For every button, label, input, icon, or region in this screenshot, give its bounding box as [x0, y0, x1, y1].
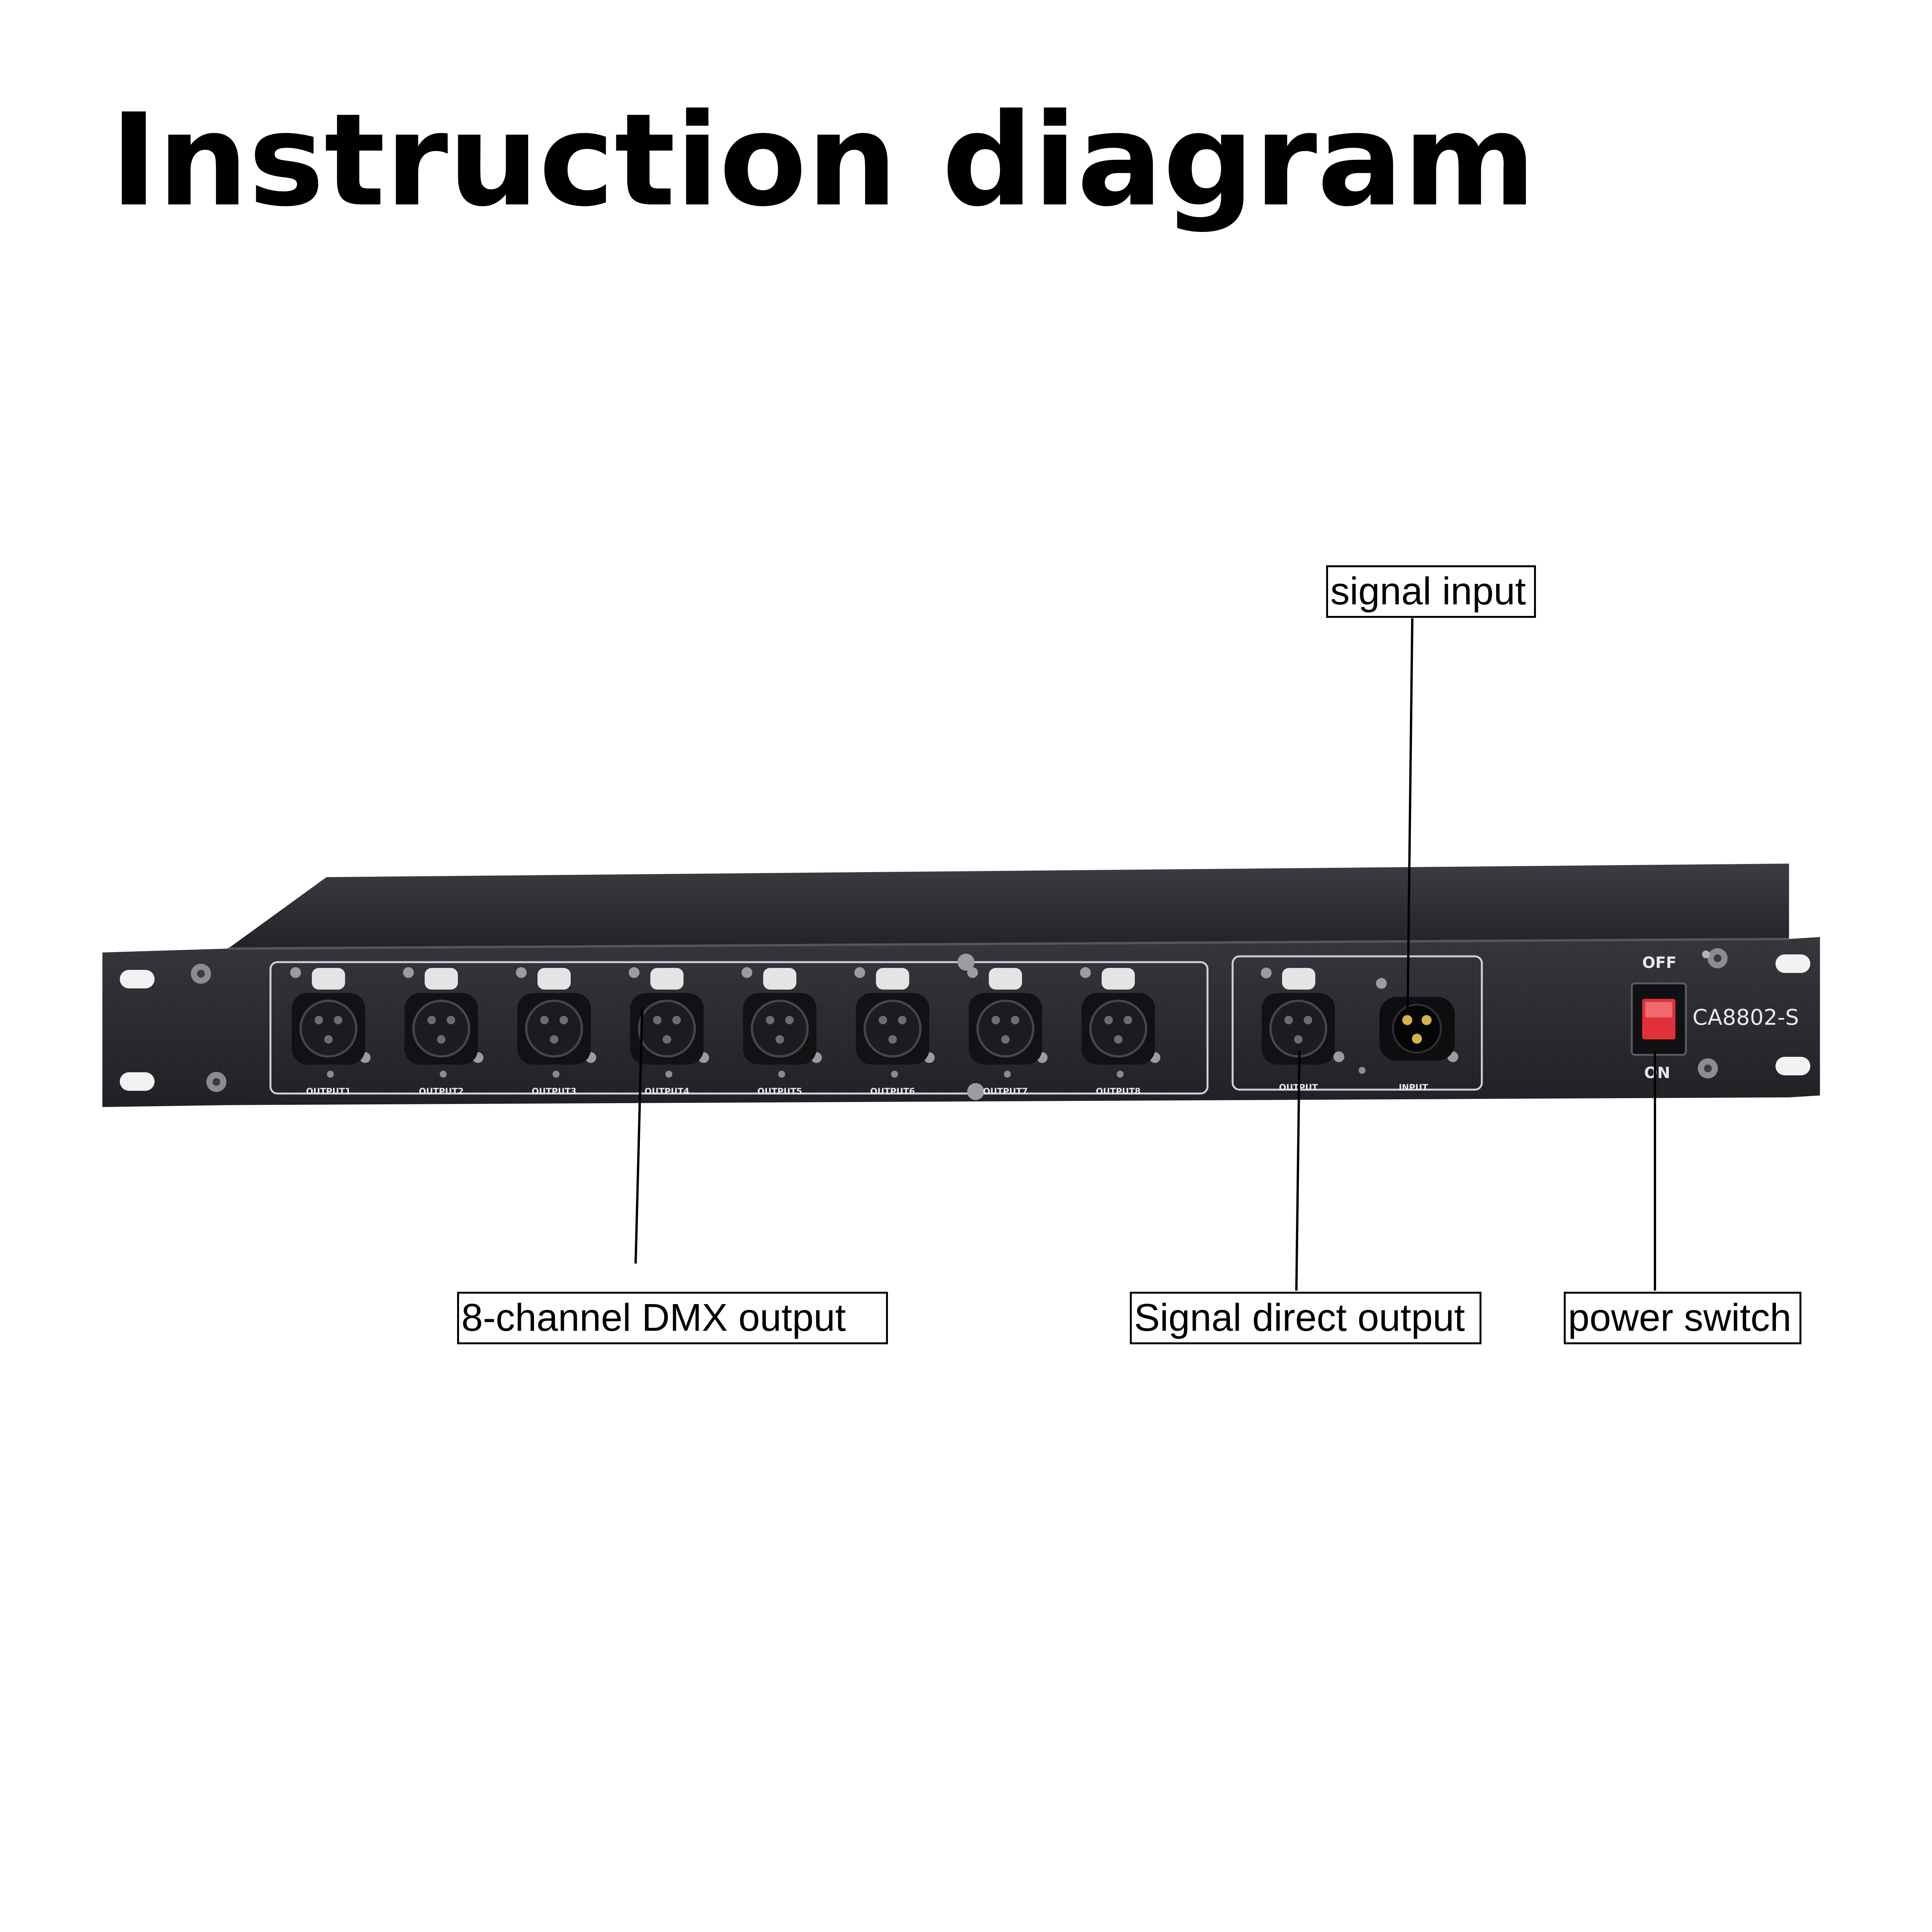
power-switch[interactable] — [1631, 982, 1687, 1056]
page-title: Instruction diagram — [110, 86, 1536, 235]
signal-input-connector[interactable] — [1376, 978, 1458, 1062]
callout-signal-input: signal input — [1326, 565, 1536, 618]
callout-power-switch: power switch — [1564, 1292, 1801, 1344]
dmx-output-label-6: OUTPUT6 — [870, 1087, 915, 1097]
callout-signal-direct-output: Signal direct output — [1130, 1292, 1481, 1344]
dmx-output-connector-3[interactable] — [516, 967, 596, 1078]
io-panel-frame — [1231, 955, 1483, 1091]
dmx-output-label-5: OUTPUT5 — [757, 1087, 802, 1097]
switch-on-label: ON — [1644, 1064, 1670, 1082]
leader-lines — [634, 618, 1656, 1291]
rack-mounting-holes — [120, 948, 1810, 1092]
signal-direct-output-connector[interactable] — [1261, 968, 1366, 1074]
dmx-output-connector-2[interactable] — [403, 967, 483, 1078]
dmx-output-connector-6[interactable] — [854, 967, 935, 1078]
dmx-output-labels: OUTPUT1 OUTPUT2 OUTPUT3 OUTPUT4 OUTPUT5 OUTPU… — [306, 1087, 1141, 1097]
chassis-top — [228, 864, 1789, 949]
dmx-output-label-1: OUTPUT1 — [306, 1087, 351, 1097]
input-panel-label: INPUT — [1399, 1083, 1428, 1093]
model-label: CA8802-S — [1692, 1005, 1799, 1030]
dmx-output-connector-8[interactable] — [1080, 967, 1160, 1078]
dmx-output-label-2: OUTPUT2 — [419, 1087, 464, 1097]
callout-8-channel-dmx-output: 8-channel DMX output — [457, 1292, 888, 1344]
dmx-output-label-3: OUTPUT3 — [532, 1087, 577, 1097]
dmx-output-connector-1[interactable] — [290, 967, 371, 1078]
dmx-output-connector-4[interactable] — [629, 967, 709, 1078]
dmx-output-connectors — [290, 967, 1160, 1078]
dmx-output-label-8: OUTPUT8 — [1096, 1087, 1141, 1097]
output-panel-frame — [269, 961, 1209, 1095]
dmx-output-connector-7[interactable] — [967, 967, 1048, 1078]
dmx-output-connector-5[interactable] — [742, 967, 822, 1078]
dmx-output-label-7: OUTPUT7 — [983, 1087, 1028, 1097]
dmx-output-label-4: OUTPUT4 — [645, 1087, 689, 1097]
switch-off-label: OFF — [1642, 954, 1677, 972]
